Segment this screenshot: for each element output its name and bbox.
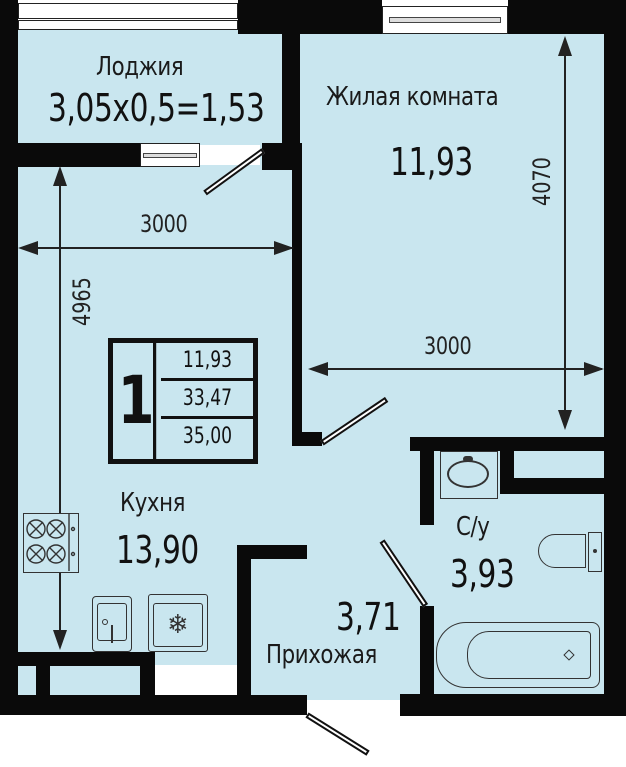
wall-kitchen-counter-right bbox=[140, 652, 155, 697]
living-width-dimension-line bbox=[312, 368, 602, 370]
hall-name: Прихожая bbox=[266, 640, 377, 670]
kitchen-width-dimension-line bbox=[22, 247, 292, 249]
kitchen-width-label: 3000 bbox=[140, 210, 188, 238]
wall-kitchen-counter bbox=[18, 652, 155, 666]
bathroom-area: 3,93 bbox=[450, 552, 515, 596]
arrow-down-icon bbox=[558, 410, 572, 430]
arrow-right-icon bbox=[274, 241, 294, 255]
fridge-icon: ❄ bbox=[148, 594, 208, 652]
wall-bath-left-upper bbox=[420, 437, 434, 525]
living-room-window bbox=[382, 6, 508, 34]
summary-total-with-loggia: 35,00 bbox=[182, 424, 232, 449]
summary-living-area: 11,93 bbox=[161, 343, 253, 381]
kitchen-area: 13,90 bbox=[116, 528, 199, 572]
wall-kitchen-counter-post bbox=[36, 652, 50, 697]
living-width-label: 3000 bbox=[424, 332, 472, 360]
entrance-door[interactable] bbox=[305, 712, 370, 756]
wall-right bbox=[604, 0, 626, 715]
bathtub-icon bbox=[436, 622, 600, 688]
apartment-summary-box: 1 11,93 33,47 35,00 bbox=[108, 338, 258, 464]
kitchen-length-dimension-line bbox=[59, 170, 61, 642]
stove-icon bbox=[23, 513, 79, 573]
wall-left bbox=[0, 0, 18, 700]
wall-bottom-right bbox=[400, 694, 626, 716]
hall-area: 3,71 bbox=[336, 595, 401, 639]
living-length-dimension-line bbox=[564, 40, 566, 424]
rooms-count: 1 bbox=[118, 343, 157, 459]
wall-top-right bbox=[238, 0, 382, 34]
arrow-up-icon bbox=[558, 36, 572, 56]
arrow-left-icon bbox=[308, 362, 328, 376]
living-room-name: Жилая комната bbox=[326, 82, 499, 112]
kitchen-loggia-window bbox=[140, 143, 200, 167]
wall-bath-niche-horiz bbox=[500, 478, 604, 494]
wall-loggia-bottom bbox=[18, 143, 140, 167]
loggia-floor bbox=[18, 30, 282, 145]
summary-total-area: 33,47 bbox=[161, 381, 253, 419]
washbasin-icon bbox=[440, 451, 498, 499]
wall-living-left-stub bbox=[292, 432, 322, 446]
loggia-window-lower bbox=[18, 20, 238, 30]
arrow-left-icon bbox=[18, 241, 38, 255]
kitchen-name: Кухня bbox=[120, 488, 186, 518]
living-room-area: 11,93 bbox=[390, 140, 473, 184]
wall-bottom-left bbox=[0, 695, 307, 715]
kitchen-length-label: 4965 bbox=[68, 277, 96, 326]
loggia-window-upper bbox=[18, 3, 238, 19]
wall-bath-left-lower bbox=[420, 606, 434, 706]
wall-hall-partition-top bbox=[237, 545, 307, 559]
wall-living-left bbox=[292, 143, 302, 445]
toilet-icon bbox=[538, 532, 604, 572]
wall-loggia-right bbox=[282, 30, 300, 170]
loggia-name: Лоджия bbox=[96, 52, 184, 82]
arrow-up-icon bbox=[53, 166, 67, 186]
bathroom-name: С/у bbox=[456, 512, 490, 542]
sink-icon bbox=[92, 596, 132, 652]
wall-hall-partition-vert bbox=[237, 545, 251, 697]
arrow-right-icon bbox=[584, 362, 604, 376]
living-length-label: 4070 bbox=[528, 157, 556, 206]
arrow-down-icon bbox=[53, 630, 67, 650]
loggia-area: 3,05x0,5=1,53 bbox=[48, 86, 265, 130]
